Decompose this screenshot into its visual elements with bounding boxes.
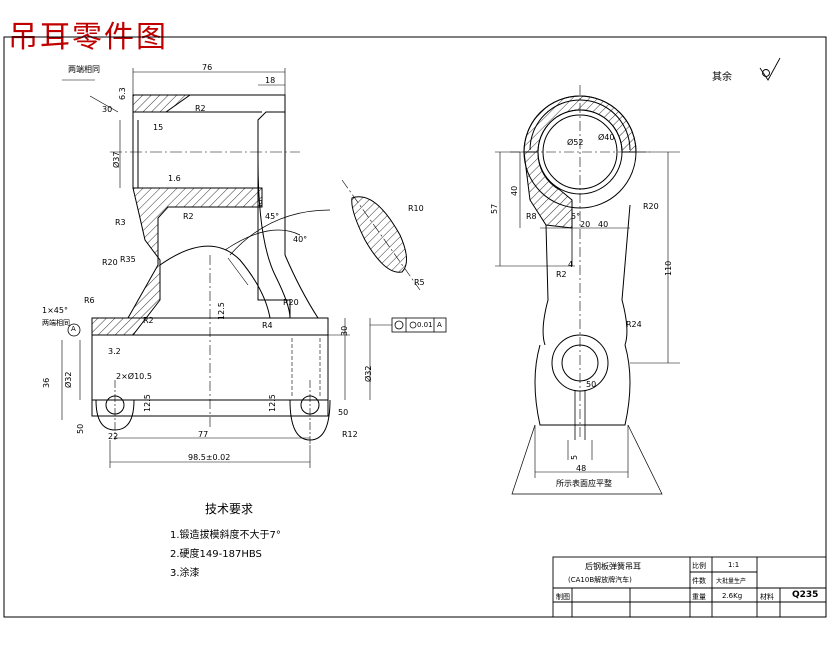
dim-holes: 2×Ø10.5: [116, 372, 152, 381]
dim-48: 48: [576, 464, 587, 473]
dim-bore: Ø37: [112, 151, 121, 168]
dim-d40: Ø40: [598, 133, 615, 142]
callout-ends: 两端相同: [42, 319, 70, 327]
drawing-frame: [3, 36, 827, 618]
title-block: [552, 556, 827, 618]
section-detail: [341, 179, 421, 291]
dim-r12: R12: [342, 430, 358, 439]
drawn-label: 制图: [556, 593, 570, 601]
material-value: Q235: [792, 590, 819, 600]
dim-20: 20: [580, 220, 591, 229]
label-plane: 所示表面应平整: [556, 479, 612, 488]
weight-value: 2.6Kg: [722, 592, 743, 600]
gdt-tolerance: 0.01: [417, 321, 433, 329]
part-name: 后钢板弹簧吊耳: [585, 562, 641, 571]
dim-30-left: 30: [102, 105, 113, 114]
dim-r2-mid: R2: [183, 212, 194, 221]
tech-req-item-2: 2.硬度149-187HBS: [170, 549, 262, 560]
dim-r2: R2: [556, 270, 567, 279]
datum-a: A: [71, 325, 76, 333]
dim-top: 76: [202, 63, 213, 72]
tech-req-title: 技术要求: [205, 502, 254, 516]
dim-r20-left: R20: [102, 258, 118, 267]
surface-note: 其余: [712, 72, 732, 83]
dim-chamfer: 1×45°: [42, 306, 68, 315]
dim-d52: Ø52: [567, 138, 584, 147]
dim-77: 77: [198, 430, 209, 439]
surface-roughness-icon: [759, 57, 781, 81]
dim-4: 4: [568, 260, 574, 269]
dim-63: 6.3: [118, 87, 127, 100]
dim-40deg: 40°: [293, 235, 308, 244]
dim-r2-top: R2: [195, 104, 206, 113]
dim-125-low-right: 12.5: [268, 394, 277, 412]
dim-50-right-view: 50: [586, 380, 597, 389]
dim-r2-low: R2: [143, 316, 154, 325]
dim-50-right: 50: [338, 408, 349, 417]
callout-same: 两端相同: [68, 65, 100, 74]
dim-32: 3.2: [108, 347, 121, 356]
tech-req-item-3: 3.涂漆: [170, 568, 200, 579]
part-subtitle: (CA10B解放牌汽车): [568, 576, 632, 584]
dim-height: 36: [42, 377, 51, 388]
dim-30-right: 30: [340, 325, 349, 336]
dim-125: 12.5: [217, 302, 226, 320]
right-view: [495, 85, 680, 495]
qty-label: 件数: [692, 577, 706, 585]
dim-r20: R20: [643, 202, 659, 211]
qty-value: 大批量生产: [716, 578, 747, 585]
weight-label: 重量: [692, 593, 706, 601]
dim-22: 22: [108, 432, 119, 441]
dim-5: 5: [570, 454, 579, 460]
dim-bore-right: Ø32: [364, 365, 373, 382]
section-r10: R10: [408, 204, 424, 213]
dim-5deg: 5°: [571, 212, 581, 221]
section-r5: R5: [414, 278, 425, 287]
dim-r24: R24: [626, 320, 642, 329]
dim-110: 110: [664, 260, 673, 276]
dim-r4: R4: [262, 321, 273, 330]
scale-value: 1:1: [728, 561, 740, 569]
dim-57: 57: [490, 203, 499, 214]
dim-r6: R6: [84, 296, 95, 305]
material-label: 材料: [760, 593, 774, 601]
dim-125-low: 12.5: [143, 394, 152, 412]
dim-2: 2: [258, 199, 264, 208]
dim-15: 15: [153, 123, 164, 132]
dim-40h: 40: [598, 220, 609, 229]
dim-r8: R8: [526, 212, 537, 221]
dim-r3: R3: [115, 218, 126, 227]
tech-req-item-1: 1.锻造拔模斜度不大于7°: [170, 530, 281, 541]
dim-45deg: 45°: [265, 212, 280, 221]
scale-label: 比例: [692, 562, 706, 570]
dim-985: 98.5±0.02: [188, 453, 231, 462]
dim-bore-low: Ø32: [64, 371, 73, 388]
dim-top-right: 18: [265, 76, 276, 85]
dim-r20-mid: R20: [283, 298, 299, 307]
dim-16: 1.6: [168, 174, 181, 183]
dim-r35: R35: [120, 255, 136, 264]
gdt-datum: A: [437, 321, 442, 329]
dim-50: 50: [76, 423, 85, 434]
left-view: [61, 68, 447, 468]
dim-40v: 40: [510, 185, 519, 196]
